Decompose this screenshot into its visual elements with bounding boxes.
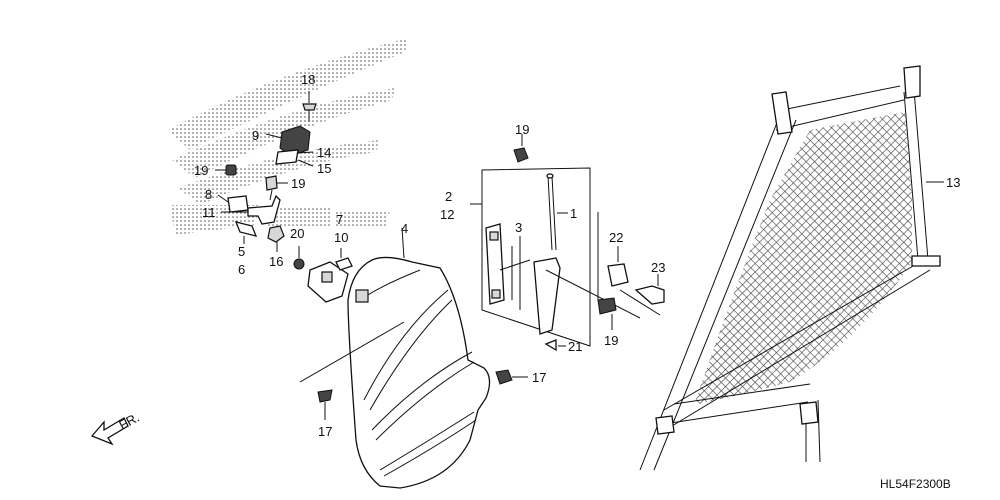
hinge-plate-2-12[interactable] (485, 223, 531, 305)
callout-11: 11 (202, 205, 216, 220)
callout-21: 21 (568, 339, 582, 354)
screw-17b[interactable] (317, 389, 333, 420)
rod-3[interactable] (511, 236, 521, 310)
bracket-8-11[interactable] (217, 194, 281, 225)
callout-2: 2 (445, 189, 452, 204)
nut-20[interactable] (293, 246, 305, 270)
assembly-box-2-12 (470, 167, 591, 347)
callout-23: 23 (651, 260, 665, 275)
callout-1: 1 (570, 206, 577, 221)
screw-19b[interactable] (265, 175, 288, 201)
callout-19a: 19 (194, 163, 208, 178)
callout-17a: 17 (532, 370, 546, 385)
net-13[interactable] (639, 65, 944, 471)
door-panel-4[interactable] (347, 227, 491, 489)
callout-3: 3 (515, 220, 522, 235)
bolt-19a[interactable] (215, 164, 237, 176)
nut-16[interactable] (267, 225, 285, 252)
callout-20: 20 (290, 226, 304, 241)
callout-16: 16 (269, 254, 283, 269)
callout-9: 9 (252, 128, 259, 143)
callout-12: 12 (440, 207, 454, 222)
callout-8: 8 (205, 187, 212, 202)
bolt-23[interactable] (619, 274, 665, 316)
callout-22: 22 (609, 230, 623, 245)
clip-14-15[interactable] (275, 149, 314, 167)
callout-13: 13 (946, 175, 960, 190)
callout-14: 14 (317, 145, 331, 160)
callout-19c: 19 (515, 122, 529, 137)
callout-6: 6 (238, 262, 245, 277)
callout-5: 5 (238, 244, 245, 259)
bolt-19d[interactable] (597, 297, 617, 330)
callout-15: 15 (317, 161, 331, 176)
pin-1[interactable] (546, 173, 568, 251)
callout-18: 18 (301, 72, 315, 87)
screw-17a[interactable] (495, 369, 528, 385)
collar-22[interactable] (597, 212, 629, 300)
callout-4: 4 (401, 221, 408, 236)
bolt-19c[interactable] (513, 134, 529, 163)
screw-18[interactable] (302, 91, 317, 122)
striker-7-10[interactable] (307, 248, 353, 303)
callout-17b: 17 (318, 424, 332, 439)
callout-7: 7 (336, 212, 343, 227)
latch-9[interactable] (265, 125, 311, 157)
callout-10: 10 (334, 230, 348, 245)
hinge-half-21[interactable] (533, 257, 641, 352)
front-direction-arrow: FR. (90, 410, 142, 446)
callout-19b: 19 (291, 176, 305, 191)
callout-19d: 19 (604, 333, 618, 348)
diagram-code: HL54F2300B (880, 477, 951, 491)
hinge-5-6[interactable] (234, 221, 258, 244)
